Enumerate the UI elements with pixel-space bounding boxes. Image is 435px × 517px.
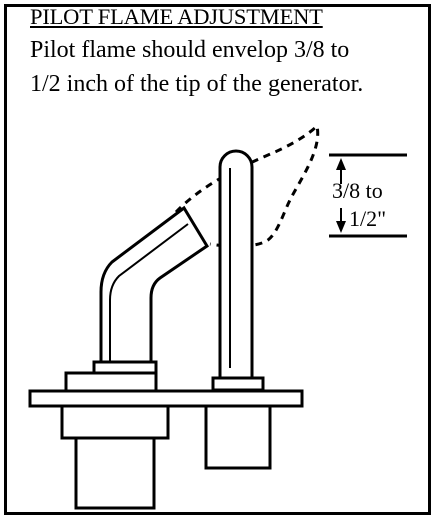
mounting-bracket	[28, 389, 304, 408]
dimension-label-lower: 1/2"	[349, 206, 386, 231]
pilot-hood-inner-line	[109, 223, 189, 362]
pilot-lower-nut	[60, 404, 170, 440]
thermocouple-fitting	[204, 404, 272, 470]
dimension-label-upper: 3/8 to	[332, 178, 383, 203]
thermocouple-collar	[211, 376, 265, 392]
section-title: PILOT FLAME ADJUSTMENT	[30, 4, 323, 29]
pilot-burner-hood	[99, 205, 210, 364]
instruction-line-1: Pilot flame should envelop 3/8 to	[30, 37, 350, 63]
instruction-text: Pilot flame should envelop 3/8 to 1/2 in…	[30, 33, 363, 101]
thermocouple-generator-rod	[218, 149, 254, 380]
dimension-up-arrow-icon	[336, 158, 346, 170]
instruction-line-2: 1/2 inch of the tip of the generator.	[30, 71, 364, 97]
pilot-lower-body	[74, 436, 156, 510]
dimension-down-arrow-icon	[336, 221, 346, 233]
pilot-hex-nut	[64, 371, 158, 393]
pilot-flame-outline	[174, 122, 320, 248]
